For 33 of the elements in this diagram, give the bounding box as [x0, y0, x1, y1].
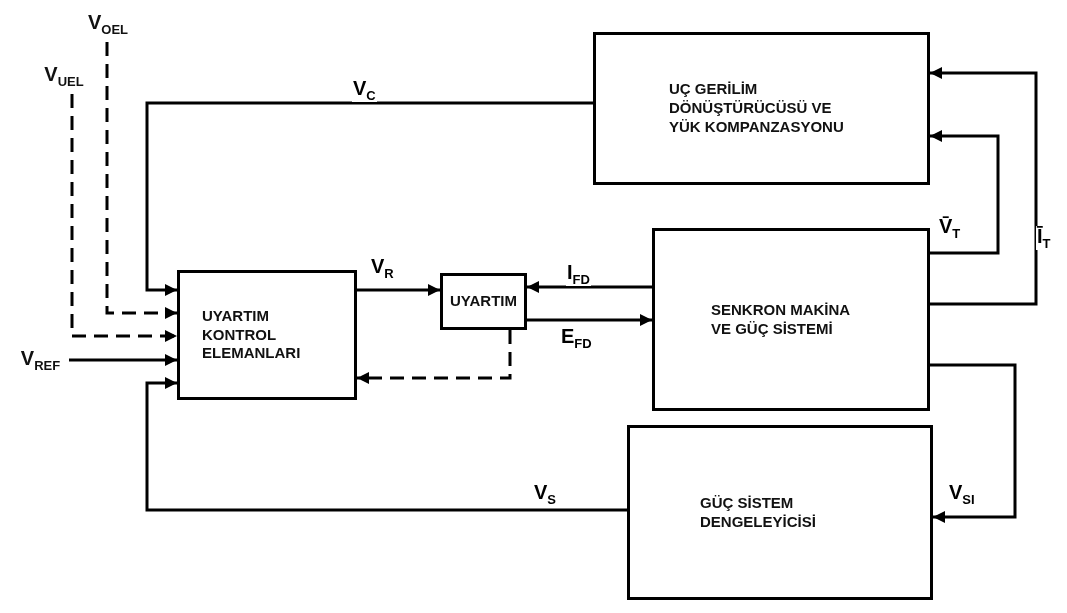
process-box [627, 425, 933, 600]
arrow [69, 354, 177, 366]
box-label: UYARTIM [450, 292, 517, 311]
process-box [440, 273, 527, 330]
arrow [930, 363, 1017, 523]
arrow [357, 330, 512, 384]
arrow [145, 101, 593, 296]
signal-label: V$_{REF}$ [20, 346, 61, 374]
arrow [527, 281, 652, 293]
signal-label: V$_{OEL}$ [87, 10, 129, 38]
box-label: UYARTIM KONTROL ELEMANLARI [202, 306, 302, 364]
box-label: UÇ GERİLİM DÖNÜŞTÜRÜCÜSÜ VE YÜK KOMPANZASYONU [669, 80, 845, 137]
box-label: SENKRON MAKİNA VE GÜÇ SİSTEMİ [711, 300, 851, 339]
signal-label: V$_{UEL}$ [44, 62, 84, 90]
process-box [177, 270, 357, 400]
edge-label: V$_{S}$ [533, 482, 557, 506]
process-box [652, 228, 930, 411]
arrow [357, 284, 440, 296]
edge-label: V̄$_{T}$ [938, 216, 962, 240]
arrow [145, 377, 627, 512]
edge-label: E$_{FD}$ [560, 326, 593, 350]
process-box [593, 32, 930, 185]
arrow [527, 314, 652, 326]
box-label: GÜÇ SİSTEM DENGELEYİCİSİ [700, 493, 817, 532]
arrow [930, 130, 1000, 255]
edge-label: V$_{SI}$ [948, 482, 976, 506]
edge-label: Ī$_{T}$ [1036, 226, 1052, 250]
arrow [70, 94, 177, 342]
edge-label: V$_{C}$ [352, 78, 377, 102]
arrow [105, 42, 177, 319]
edge-label: V$_{R}$ [370, 256, 395, 280]
arrow [930, 67, 1038, 306]
edge-label: I$_{FD}$ [566, 262, 591, 286]
